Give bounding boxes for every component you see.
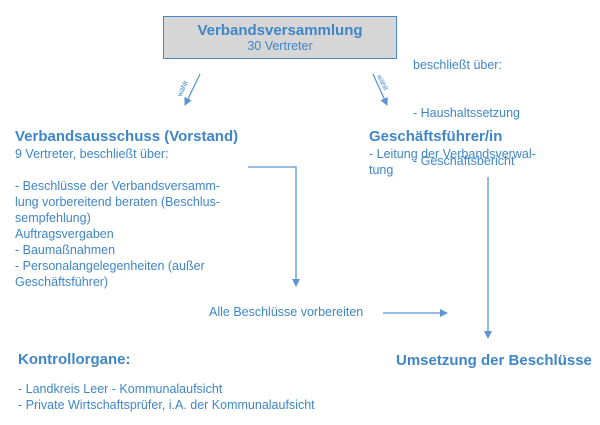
committee-line: Auftragsvergaben [15,227,114,241]
prepare-decisions-label: Alle Beschlüsse vorbereiten [209,305,364,319]
manager-line: tung [369,163,394,177]
committee-to-prepare-arrow [248,166,300,287]
committee-line: 9 Vertreter, beschließt über: [15,147,169,161]
control-heading: Kontrollorgane: [18,351,131,368]
assembly-note-line: - Haushaltssetzung [413,106,521,120]
manager-block: Geschäftsführer/in - Leitung der Verband… [369,128,536,178]
committee-line: lung vorbereitend beraten (Beschlus- [15,195,220,209]
committee-block: Verbandsausschuss (Vorstand) 9 Vertreter… [15,128,238,290]
committee-line: sempfehlung) [15,211,91,225]
elects-label-left: wählt [176,80,190,99]
committee-line: - Personalangelegenheiten (außer [15,259,205,273]
assembly-decisions-note: beschließt über: - Haushaltssetzung - Ge… [413,25,520,185]
assembly-box: Verbandsversammlung 30 Vertreter [163,16,397,59]
manager-line: - Leitung der Verbandsverwal- [369,147,536,161]
manager-heading: Geschäftsführer/in [369,128,503,145]
committee-heading: Verbandsausschuss (Vorstand) [15,128,239,145]
elects-arrow-left: wählt [176,73,201,106]
control-line: - Landkreis Leer - Kommunalaufsicht [18,382,223,396]
implementation-heading: Umsetzung der Beschlüsse [396,352,592,369]
control-block: Kontrollorgane: - Landkreis Leer - Kommu… [18,351,315,413]
control-line: - Private Wirtschaftsprüfer, i.A. der Ko… [18,398,315,412]
committee-line: Geschäftsführer) [15,275,109,289]
assembly-subtitle: 30 Vertreter [247,39,313,53]
assembly-note-line: - Geschäftsbericht [413,154,515,168]
committee-line: - Baumaßnahmen [15,243,116,257]
elects-arrow-right: wählt [372,73,389,106]
committee-line: - Beschlüsse der Verbandsversamm- [15,179,220,193]
assembly-title: Verbandsversammlung [197,22,363,39]
assembly-note-line: beschließt über: [413,58,502,72]
